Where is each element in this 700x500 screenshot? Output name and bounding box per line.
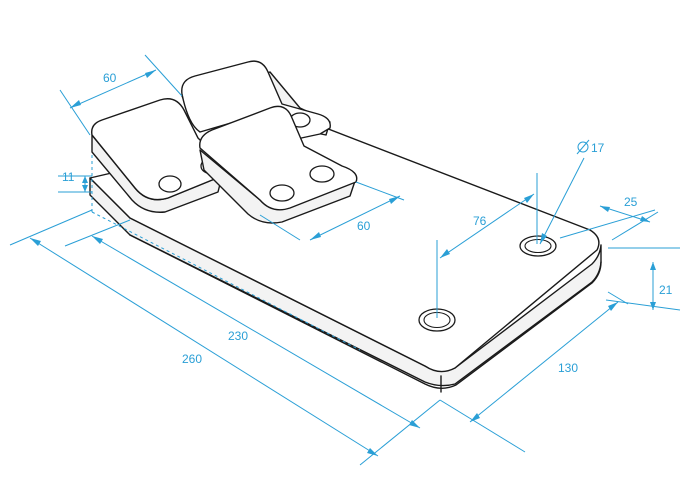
mounting-hole-inner-ring: [524, 238, 552, 254]
label-pad-thickness: 11: [62, 170, 75, 184]
bolt-head: [269, 184, 295, 202]
dim-line-pad-spacing: [309, 195, 401, 241]
dim-line-total-length: [29, 237, 379, 457]
dim-line-pad-width: [69, 69, 157, 109]
dimension-labels: 60 60 11 230 260 130 21 25 76 17: [62, 71, 673, 375]
label-height: 21: [659, 283, 673, 297]
dimension-lines: [9, 54, 681, 466]
label-hole-spacing: 76: [473, 214, 487, 228]
bolt-head: [158, 175, 182, 193]
base-plate-bottom-edge: [129, 234, 602, 389]
label-pad-width: 60: [103, 71, 117, 85]
label-hole-diameter: 17: [576, 139, 605, 155]
pedal-pad-front-body: [199, 105, 358, 211]
label-hole-diameter-value: 17: [591, 141, 605, 155]
diameter-symbol-slash: [576, 139, 590, 155]
label-pad-spacing: 60: [357, 219, 371, 233]
bolt-head: [309, 165, 335, 183]
label-width: 130: [558, 361, 578, 375]
mounting-hole-rear: [519, 235, 557, 257]
label-total-length: 260: [182, 352, 202, 366]
dim-line-inner-length: [91, 235, 421, 429]
dim-line-hole-spacing: [439, 193, 535, 259]
label-inner-length: 230: [228, 329, 248, 343]
diameter-symbol-icon: [577, 141, 589, 153]
label-edge-offset: 25: [624, 195, 638, 209]
dim-line-width: [469, 301, 619, 423]
dim-leader-hole-diameter: [539, 157, 585, 245]
pedal-pad-front: [199, 105, 358, 224]
mounting-hole-front: [418, 308, 456, 332]
